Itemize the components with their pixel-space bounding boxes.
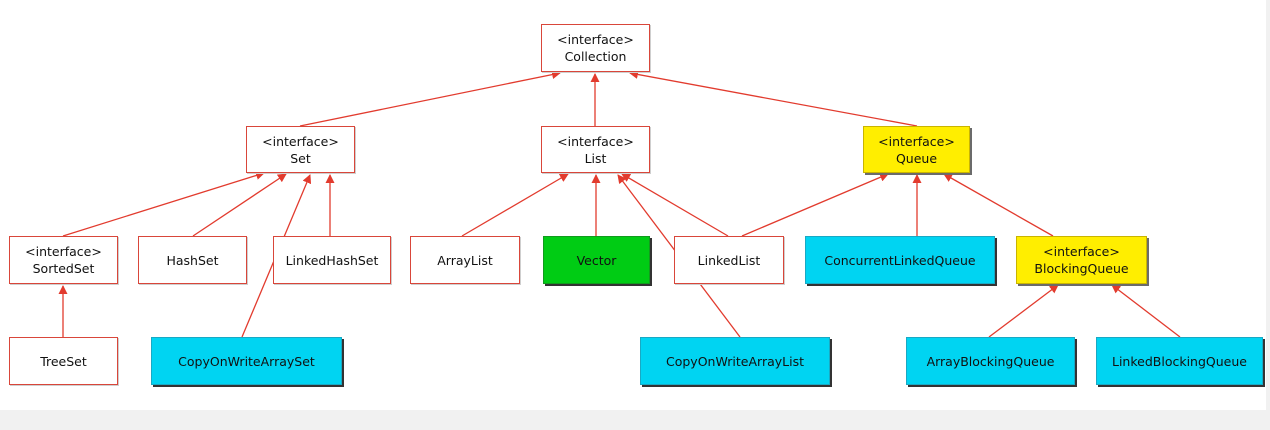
linkedlist-name: LinkedList <box>697 252 761 268</box>
node-set: <interface> Set <box>246 126 355 173</box>
queue-name: Queue <box>895 150 938 166</box>
queue-stereotype: <interface> <box>878 133 955 149</box>
node-hashset: HashSet <box>138 236 247 284</box>
edge-set-collection <box>299 70 561 127</box>
edge-queue-collection <box>629 70 918 127</box>
blockingqueue-stereotype: <interface> <box>1043 244 1120 259</box>
set-name: Set <box>290 150 311 166</box>
linkedhashset-name: LinkedHashSet <box>285 252 379 268</box>
edge-linkedlist-list <box>621 173 729 237</box>
copyonwritearrayset-name: CopyOnWriteArraySet <box>178 353 315 369</box>
node-copyonwritearraylist: CopyOnWriteArrayList <box>640 337 830 385</box>
hashset-name: HashSet <box>166 252 219 268</box>
edge-blockingqueue-queue <box>943 173 1054 237</box>
node-list: <interface> List <box>541 126 650 173</box>
arrayblockingqueue-name: ArrayBlockingQueue <box>926 353 1055 369</box>
set-stereotype: <interface> <box>262 133 339 149</box>
vector-name: Vector <box>576 252 617 268</box>
sortedset-stereotype: <interface> <box>25 244 102 259</box>
collection-stereotype: <interface> <box>557 32 634 47</box>
edge-linkedblockingqueue-blockingqueue <box>1111 284 1181 338</box>
node-arrayblockingqueue: ArrayBlockingQueue <box>906 337 1075 385</box>
node-blockingqueue: <interface> BlockingQueue <box>1016 236 1147 284</box>
list-name: List <box>584 150 607 166</box>
node-vector: Vector <box>543 236 650 284</box>
node-queue: <interface> Queue <box>863 126 970 173</box>
collection-name: Collection <box>564 49 627 64</box>
edge-arraylist-list <box>461 173 569 237</box>
edge-sortedset-set <box>62 171 265 237</box>
edge-hashset-set <box>192 173 287 237</box>
node-linkedblockingqueue: LinkedBlockingQueue <box>1096 337 1263 385</box>
edge-linkedlist-queue <box>741 172 889 237</box>
inheritance-edges <box>58 70 1181 338</box>
diagram-canvas: <interface> Collection <interface> Set <… <box>0 0 1266 410</box>
arraylist-name: ArrayList <box>437 252 493 268</box>
blockingqueue-name: BlockingQueue <box>1034 261 1129 276</box>
edge-arrayblockingqueue-blockingqueue <box>988 284 1059 338</box>
copyonwritearraylist-name: CopyOnWriteArrayList <box>666 353 804 369</box>
node-sortedset: <interface> SortedSet <box>9 236 118 284</box>
node-linkedhashset: LinkedHashSet <box>273 236 391 284</box>
node-concurrentlinkedqueue: ConcurrentLinkedQueue <box>805 236 995 284</box>
treeset-name: TreeSet <box>40 353 87 369</box>
list-stereotype: <interface> <box>557 133 634 149</box>
sortedset-name: SortedSet <box>32 261 95 276</box>
node-linkedlist: LinkedList <box>674 236 784 284</box>
node-copyonwritearrayset: CopyOnWriteArraySet <box>151 337 342 385</box>
concurrentlinkedqueue-name: ConcurrentLinkedQueue <box>824 252 976 268</box>
linkedblockingqueue-name: LinkedBlockingQueue <box>1112 353 1247 369</box>
node-treeset: TreeSet <box>9 337 118 385</box>
node-collection: <interface> Collection <box>541 24 650 72</box>
node-arraylist: ArrayList <box>410 236 520 284</box>
